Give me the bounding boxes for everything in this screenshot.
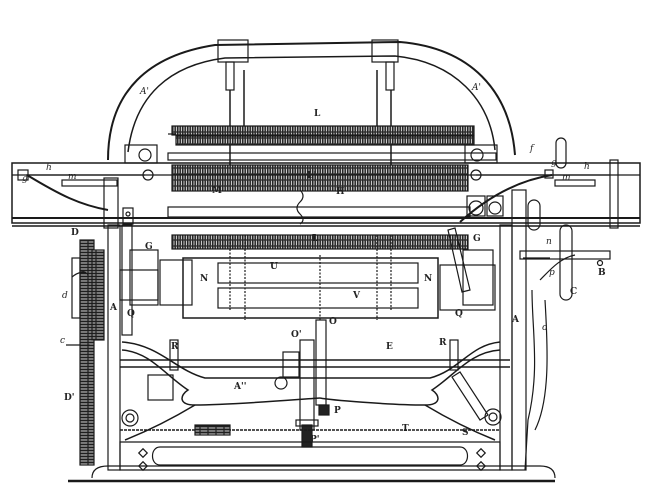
- part-label-f: f: [530, 144, 534, 154]
- heddle-bar-lower: [171, 234, 469, 250]
- part-label-m-left: m: [68, 172, 77, 182]
- side-frame-left: [107, 224, 159, 471]
- part-label-a-right: A: [512, 315, 519, 325]
- treadle-rods: [274, 319, 330, 448]
- part-label-p: P: [334, 406, 341, 416]
- part-label-g-right: g: [551, 158, 557, 168]
- part-label-g-left: g: [22, 174, 28, 184]
- part-label-l-mid: L': [307, 171, 317, 181]
- part-label-n-right: N: [424, 274, 433, 284]
- part-label-o: O: [329, 317, 337, 327]
- shaft-E: [120, 359, 510, 368]
- part-label-a1-right: A': [472, 83, 481, 93]
- bar-M-H: [167, 206, 471, 218]
- part-label-a2: A'': [234, 382, 247, 392]
- part-label-c: c: [60, 336, 66, 346]
- part-label-a1-left: A': [140, 87, 149, 97]
- part-label-h: H: [336, 187, 345, 197]
- break-line: [296, 189, 304, 225]
- lever-left: [17, 169, 145, 229]
- part-label-g-right: G: [473, 234, 481, 244]
- lever-right: [447, 137, 619, 471]
- part-label-p1: P': [310, 435, 320, 445]
- part-label-t: T: [402, 424, 409, 434]
- part-label-u: U: [270, 262, 278, 272]
- reed-box-N: [159, 235, 439, 320]
- part-label-e: E: [386, 342, 393, 352]
- heddle-bar-middle: [171, 164, 469, 192]
- part-label-a-left: A: [110, 303, 117, 313]
- part-label-q-right: Q: [455, 309, 463, 319]
- part-label-r-right: R: [439, 338, 447, 348]
- part-label-o1: O': [291, 330, 302, 340]
- heddle-bar-top: [168, 125, 475, 146]
- part-label-d: d: [62, 291, 68, 301]
- part-label-g-left: G: [145, 242, 153, 252]
- part-label-d: D: [71, 228, 79, 238]
- cam-arm-A2: [121, 339, 502, 441]
- part-label-c: C: [570, 287, 578, 297]
- part-label-q-left: Q: [127, 309, 135, 319]
- spring-rod-T: [120, 424, 500, 436]
- bar-upper: [167, 152, 497, 161]
- part-label-l-low: L: [312, 234, 319, 244]
- part-label-o: o: [542, 323, 548, 333]
- part-label-m-right: m: [562, 173, 571, 183]
- part-label-m: M: [212, 186, 222, 196]
- part-label-h-left: h: [46, 163, 52, 173]
- part-label-b: B: [598, 268, 606, 278]
- part-label-r-left: R: [171, 342, 179, 352]
- side-frame-right: [439, 224, 513, 471]
- part-label-p: p: [549, 268, 555, 278]
- part-label-n: n: [546, 237, 552, 247]
- part-label-v: V: [353, 291, 360, 301]
- part-label-s: S: [462, 428, 469, 438]
- right-handle: [519, 224, 611, 471]
- gear-wheel-D: [66, 239, 105, 466]
- part-label-l-top: L: [314, 109, 321, 119]
- part-label-n-left: N: [200, 274, 209, 284]
- base-frame: [68, 441, 556, 483]
- part-label-h-right: h: [584, 162, 590, 172]
- part-label-d1: D': [64, 393, 75, 403]
